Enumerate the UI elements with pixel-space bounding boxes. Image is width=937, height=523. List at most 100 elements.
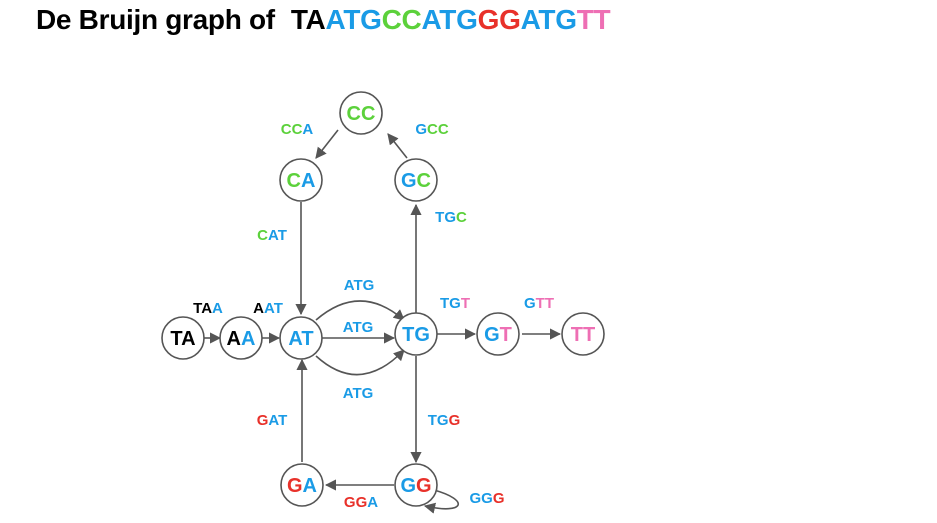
node-CC: CC xyxy=(339,91,383,135)
node-label-AT: AT xyxy=(288,328,313,350)
title-sequence-segment: GG xyxy=(477,4,521,35)
node-TT: TT xyxy=(561,312,605,356)
edge-labels: TAA AAT ATG ATG ATG TGT GTT TGC GCC CCA … xyxy=(193,121,554,511)
edge-GGG xyxy=(423,489,459,514)
edge-ATG-mid-letter: T xyxy=(352,319,361,336)
node-TG: TG xyxy=(394,312,438,356)
title-sequence: TAATGCCATGGGATGTT xyxy=(291,4,611,35)
node-label-TT: TT xyxy=(571,324,595,346)
edge-CAT-letter: T xyxy=(278,227,287,244)
edge-AAT-letter: T xyxy=(274,300,283,317)
edge-GCC-letter: G xyxy=(415,121,427,138)
edge-GCC-letter: C xyxy=(427,121,438,138)
edge-CAT-letter: A xyxy=(268,227,279,244)
edge-label-CAT: CAT xyxy=(257,227,287,244)
node-TA-letter: T xyxy=(170,328,182,350)
edge-TGT-letter: T xyxy=(440,295,449,312)
node-label-CA: CA xyxy=(287,170,316,192)
edge-CCA xyxy=(315,129,339,159)
edge-CCA-letter: A xyxy=(302,121,313,138)
edge-label-GGG: GGG xyxy=(469,490,504,507)
edge-TGT-letter: G xyxy=(449,295,461,312)
edge-ATG-top xyxy=(315,300,405,321)
node-label-TA: TA xyxy=(170,328,195,350)
node-TG-letter: T xyxy=(402,324,414,346)
node-TG-letter: G xyxy=(414,324,430,346)
edge-TAA-letter: T xyxy=(193,300,202,317)
edge-TGC-letter: C xyxy=(456,209,467,226)
edge-ATG-bot xyxy=(315,349,405,376)
edge-GAT-letter: A xyxy=(268,412,279,429)
edge-GGA-letter: G xyxy=(356,494,368,511)
edge-TGC-letter: T xyxy=(435,209,444,226)
edge-ATG-top-letter: A xyxy=(344,277,355,294)
node-AA: AA xyxy=(219,316,263,360)
node-GC: GC xyxy=(394,158,438,202)
edge-label-CCA: CCA xyxy=(281,121,314,138)
node-CA-letter: C xyxy=(287,170,301,192)
edge-label-TGT: TGT xyxy=(440,295,470,312)
node-label-AA: AA xyxy=(227,328,256,350)
node-label-GT: GT xyxy=(484,324,512,346)
node-label-CC: CC xyxy=(347,103,376,125)
edge-ATG-mid-letter: G xyxy=(362,319,374,336)
edge-label-ATG-bot: ATG xyxy=(343,385,374,402)
edge-TGG-letter: T xyxy=(428,412,437,429)
node-CA: CA xyxy=(279,158,323,202)
title-sequence-segment: ATG xyxy=(325,4,382,35)
node-CA-letter: A xyxy=(301,170,315,192)
node-GC-letter: C xyxy=(417,170,431,192)
title-sequence-segment: ATG xyxy=(421,4,478,35)
edge-GCC-letter: C xyxy=(438,121,449,138)
node-TT-letter: T xyxy=(571,324,583,346)
node-AA-letter: A xyxy=(227,328,241,350)
node-AA-letter: A xyxy=(241,328,255,350)
edge-GAT-letter: G xyxy=(257,412,269,429)
node-GT: GT xyxy=(476,312,520,356)
node-AT-letter: T xyxy=(301,328,313,350)
edge-ATG-bot-letter: A xyxy=(343,385,354,402)
edge-ATG-top-letter: T xyxy=(353,277,362,294)
edges xyxy=(204,129,562,514)
edge-CAT-letter: C xyxy=(257,227,268,244)
edge-label-GCC: GCC xyxy=(415,121,449,138)
edge-ATG-top-letter: G xyxy=(363,277,375,294)
edge-label-TAA: TAA xyxy=(193,300,223,317)
edge-TGT-letter: T xyxy=(461,295,470,312)
node-CC-letter: C xyxy=(347,103,361,125)
edge-GCC xyxy=(387,133,408,159)
node-GA-letter: A xyxy=(303,475,317,497)
edge-GTT-letter: T xyxy=(536,295,545,312)
edge-ATG-bot-letter: G xyxy=(362,385,374,402)
node-label-GC: GC xyxy=(401,170,431,192)
title-sequence-segment: ATG xyxy=(520,4,577,35)
edge-label-AAT: AAT xyxy=(253,300,283,317)
node-TA: TA xyxy=(161,316,205,360)
node-GA: GA xyxy=(280,463,324,507)
edge-GAT-letter: T xyxy=(278,412,287,429)
title-sequence-segment: TA xyxy=(290,4,326,35)
node-TA-letter: A xyxy=(181,328,195,350)
edge-GGG-letter: G xyxy=(481,490,493,507)
edge-TAA-letter: A xyxy=(212,300,223,317)
title-sequence-segment: CC xyxy=(381,4,422,35)
nodes: TA AA AT TG GT TT CA CC GC GA GG xyxy=(161,91,605,507)
edge-label-TGC: TGC xyxy=(435,209,467,226)
node-GC-letter: G xyxy=(401,170,417,192)
edge-ATG-mid-letter: A xyxy=(343,319,354,336)
edge-label-GAT: GAT xyxy=(257,412,288,429)
node-GT-letter: G xyxy=(484,324,500,346)
edge-CCA-letter: C xyxy=(281,121,292,138)
node-label-GA: GA xyxy=(287,475,317,497)
edge-GTT-letter: G xyxy=(524,295,536,312)
edge-TGG-letter: G xyxy=(437,412,449,429)
node-GG-letter: G xyxy=(400,475,416,497)
node-AT: AT xyxy=(279,316,323,360)
node-label-GG: GG xyxy=(400,475,431,497)
edge-label-TGG: TGG xyxy=(428,412,461,429)
edge-label-GTT: GTT xyxy=(524,295,554,312)
node-GG-letter: G xyxy=(416,475,432,497)
edge-AAT-letter: A xyxy=(253,300,264,317)
